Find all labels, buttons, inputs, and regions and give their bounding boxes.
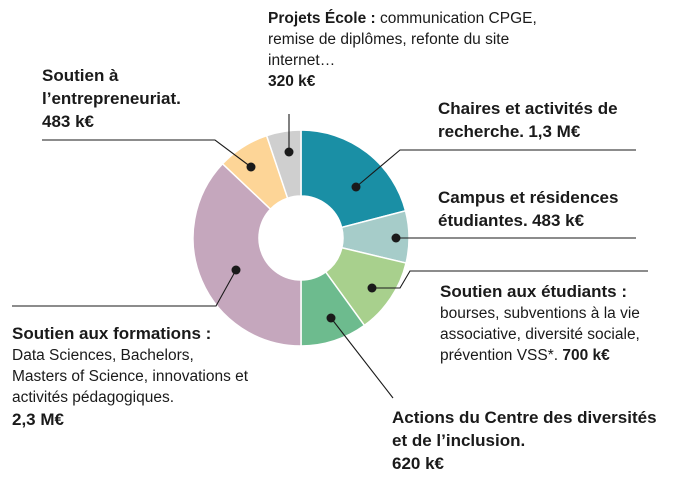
leader-line-entrepreneuriat (42, 139, 252, 168)
label-projets: Projets École : communication CPGE, remi… (268, 8, 568, 92)
label-diversites-value: 620 k€ (392, 454, 444, 473)
label-formations-value: 2,3 M€ (12, 410, 64, 429)
leader-dot-chaires (351, 182, 361, 192)
label-projets-detail: communication CPGE, remise de diplômes, … (268, 10, 537, 69)
label-etudiants-detail: bourses, subventions à la vie associativ… (440, 305, 640, 364)
label-campus-value: 483 k€ (532, 211, 585, 230)
label-projets-title: Projets École : (268, 10, 376, 27)
label-etudiants-title: Soutien aux étudiants : (440, 282, 628, 301)
label-formations: Soutien aux formations : Data Sciences, … (12, 322, 252, 431)
label-chaires-value: 1,3 M€ (528, 122, 581, 141)
leader-line-etudiants (372, 270, 648, 289)
label-campus-title: Campus et résidences étudiantes. (438, 188, 619, 230)
label-diversites: Actions du Centre des diversités et de l… (392, 406, 672, 475)
leader-dot-entrepreneuriat (246, 162, 256, 172)
leader-line-chaires (355, 149, 636, 188)
label-formations-detail: Data Sciences, Bachelors, Masters of Sci… (12, 347, 249, 406)
label-entrepreneuriat-value: 483 k€ (42, 112, 94, 131)
slice-formations (192, 162, 302, 347)
label-diversites-title: Actions du Centre des diversités et de l… (392, 408, 657, 450)
label-chaires: Chaires et activités de recherche. 1,3 M… (438, 97, 658, 143)
leader-line-formations (12, 269, 237, 307)
label-etudiants: Soutien aux étudiants : bourses, subvent… (440, 280, 665, 366)
slice-projets (265, 129, 302, 200)
leader-dot-formations (231, 265, 241, 275)
label-chaires-title: Chaires et activités de recherche. (438, 99, 618, 141)
leader-dot-projets (284, 147, 294, 157)
leader-dot-diversites (326, 313, 336, 323)
leader-dot-campus (391, 233, 401, 243)
slice-chaires (300, 129, 407, 229)
label-entrepreneuriat: Soutien à l’entrepreneuriat. 483 k€ (42, 64, 232, 133)
leader-line-diversites (330, 317, 394, 399)
leader-dot-etudiants (367, 283, 377, 293)
label-entrepreneuriat-title: Soutien à l’entrepreneuriat. (42, 66, 181, 108)
label-campus: Campus et résidences étudiantes. 483 k€ (438, 186, 658, 232)
label-formations-title: Soutien aux formations : (12, 324, 212, 343)
label-projets-value: 320 k€ (268, 73, 316, 90)
label-etudiants-value: 700 k€ (562, 347, 610, 364)
